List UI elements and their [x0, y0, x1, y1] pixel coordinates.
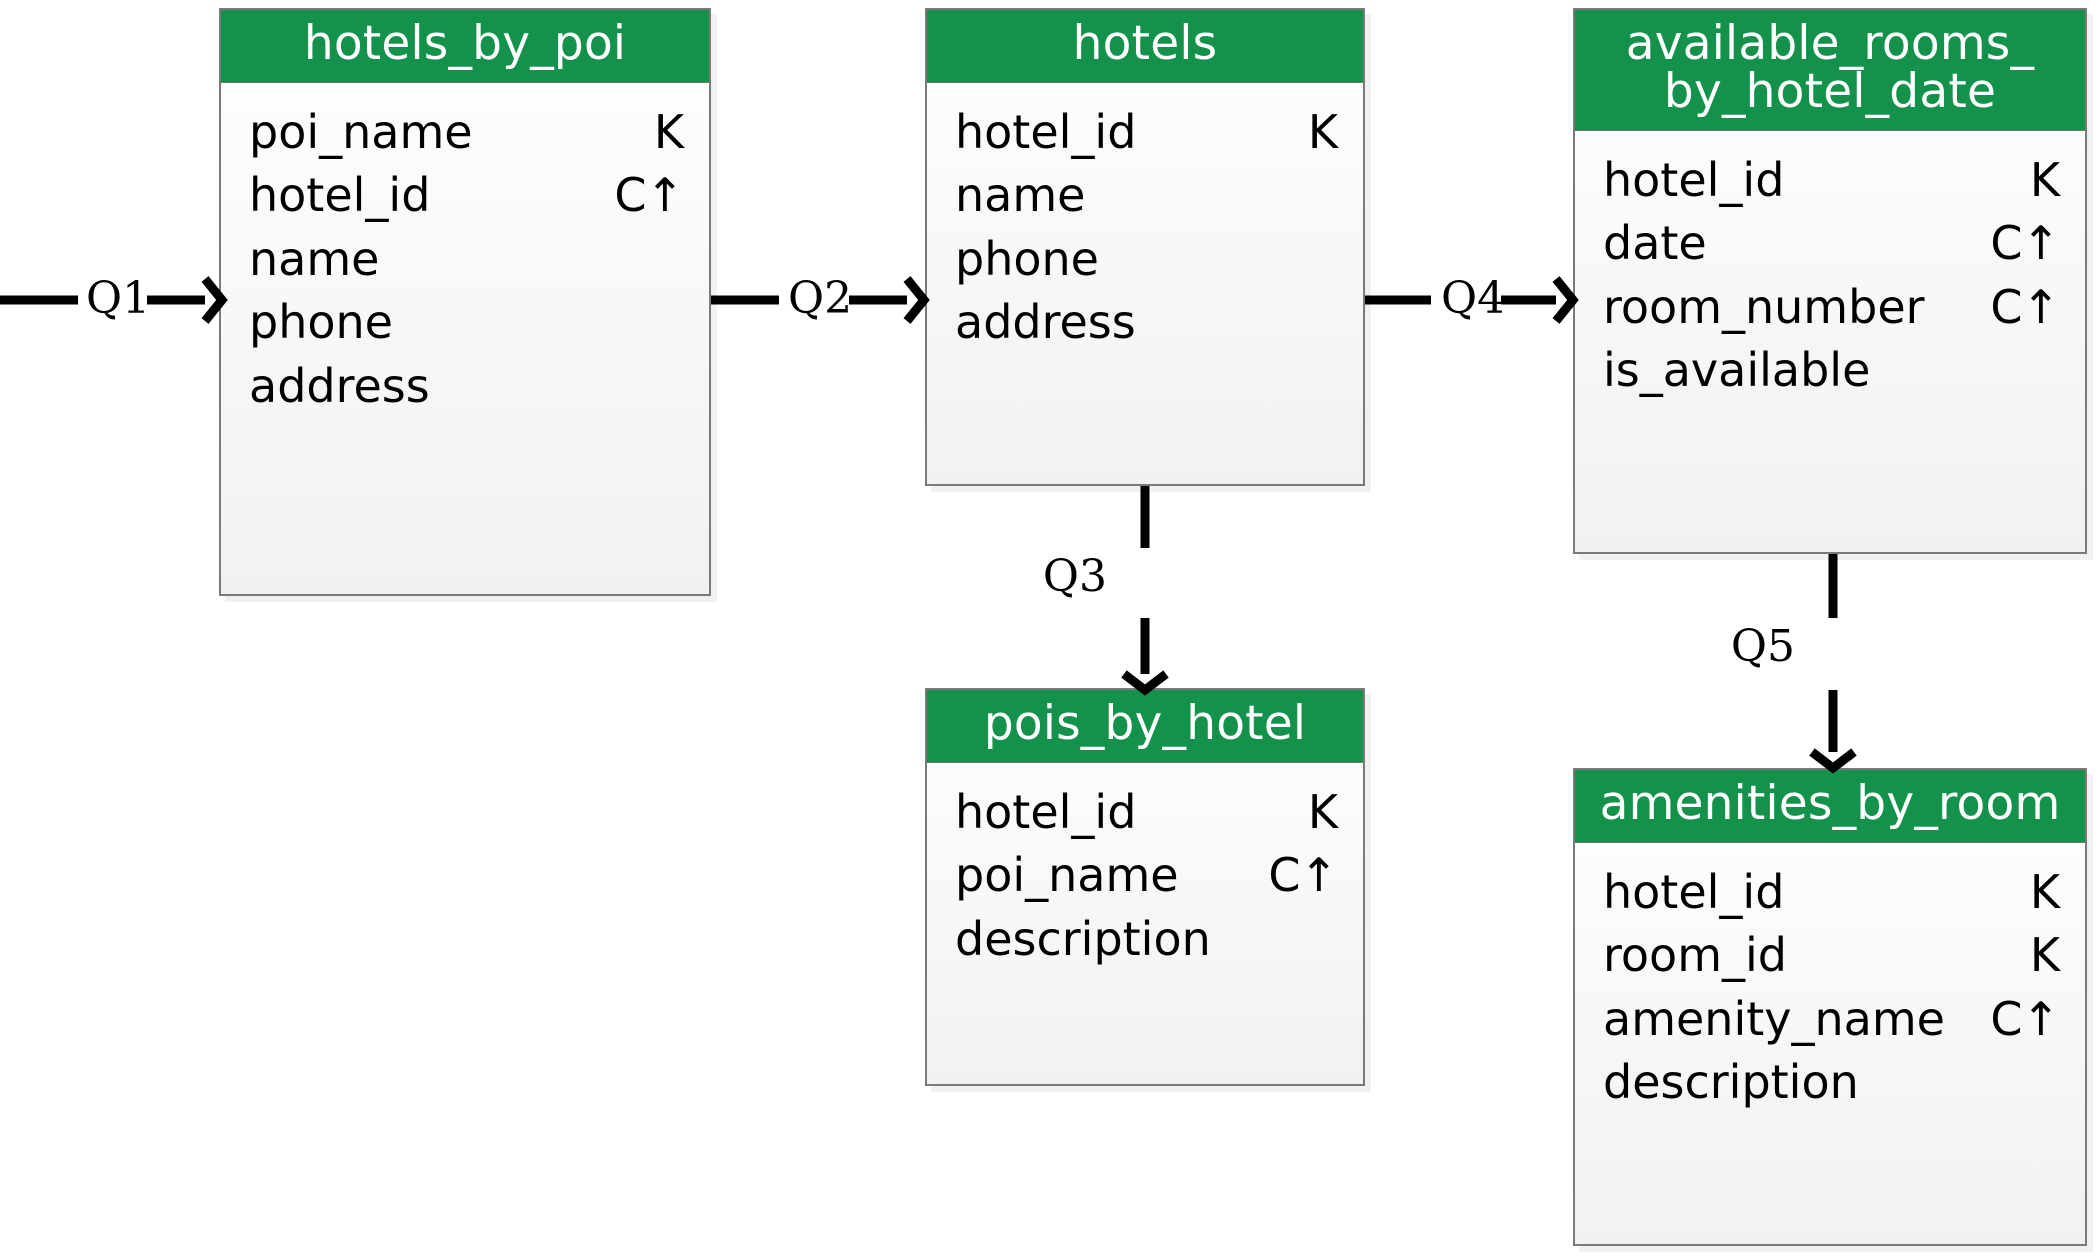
table-row: description — [1603, 1051, 2059, 1114]
table-fields-hotels-by-poi: poi_name K hotel_id C↑ name phone addres… — [221, 83, 709, 436]
field-name: name — [249, 231, 380, 286]
field-key-marker: C↑ — [1990, 216, 2060, 271]
table-row: is_available — [1603, 339, 2059, 402]
arrow-label-q5: Q5 — [1730, 621, 1795, 672]
table-title-hotels-by-poi: hotels_by_poi — [221, 10, 709, 83]
table-row: hotel_id C↑ — [249, 164, 684, 227]
field-name: hotel_id — [1603, 152, 1785, 207]
field-name: hotel_id — [955, 784, 1137, 839]
entity-table-pois-by-hotel[interactable]: pois_by_hotel hotel_id K poi_name C↑ des… — [925, 688, 1365, 1086]
table-title-available-rooms-by-hotel-date: available_rooms_ by_hotel_date — [1575, 10, 2085, 131]
table-fields-available-rooms-by-hotel-date: hotel_id K date C↑ room_number C↑ is_ava… — [1575, 131, 2085, 421]
table-row: phone — [249, 291, 683, 354]
field-name: poi_name — [955, 848, 1179, 903]
field-key-marker: K — [2029, 928, 2060, 983]
field-key-marker: K — [1307, 784, 1338, 839]
field-name: date — [1603, 216, 1707, 271]
entity-table-hotels-by-poi[interactable]: hotels_by_poi poi_name K hotel_id C↑ nam… — [219, 8, 711, 596]
field-key-marker: C↑ — [1268, 848, 1338, 903]
field-name: hotel_id — [955, 104, 1137, 159]
table-title-amenities-by-room: amenities_by_room — [1575, 770, 2085, 843]
field-name: description — [1603, 1055, 1859, 1110]
field-name: hotel_id — [1603, 864, 1785, 919]
arrow-label-q2: Q2 — [788, 273, 853, 324]
field-name: hotel_id — [249, 168, 431, 223]
field-key-marker: C↑ — [1990, 279, 2060, 334]
table-row: hotel_id K — [955, 781, 1338, 844]
field-key-marker: K — [1307, 104, 1338, 159]
entity-table-amenities-by-room[interactable]: amenities_by_room hotel_id K room_id K a… — [1573, 768, 2087, 1246]
table-row: room_number C↑ — [1603, 276, 2060, 339]
table-title-hotels: hotels — [927, 10, 1363, 83]
arrow-label-q4: Q4 — [1441, 273, 1506, 324]
field-key-marker: K — [2029, 152, 2060, 207]
table-row: date C↑ — [1603, 212, 2060, 275]
table-row: name — [249, 228, 683, 291]
field-name: description — [955, 911, 1211, 966]
entity-table-available-rooms-by-hotel-date[interactable]: available_rooms_ by_hotel_date hotel_id … — [1573, 8, 2087, 554]
field-name: room_id — [1603, 928, 1787, 983]
field-name: amenity_name — [1603, 991, 1945, 1046]
arrow-q4 — [1365, 276, 1579, 324]
table-row: poi_name C↑ — [955, 844, 1338, 907]
arrow-label-q1: Q1 — [86, 273, 151, 324]
field-key-marker: C↑ — [1990, 991, 2060, 1046]
table-row: hotel_id K — [955, 101, 1338, 164]
field-key-marker: K — [653, 104, 684, 159]
table-row: hotel_id K — [1603, 861, 2060, 924]
table-row: hotel_id K — [1603, 149, 2060, 212]
table-fields-hotels: hotel_id K name phone address — [927, 83, 1363, 373]
field-name: room_number — [1603, 279, 1925, 334]
arrow-q2 — [711, 276, 930, 324]
table-row: address — [249, 355, 683, 418]
table-row: poi_name K — [249, 101, 684, 164]
table-row: room_id K — [1603, 924, 2060, 987]
field-name: address — [249, 358, 430, 413]
field-name: poi_name — [249, 104, 473, 159]
table-fields-amenities-by-room: hotel_id K room_id K amenity_name C↑ des… — [1575, 843, 2085, 1133]
table-row: phone — [955, 228, 1337, 291]
field-name: is_available — [1603, 343, 1871, 398]
field-name: phone — [249, 295, 393, 350]
entity-table-hotels[interactable]: hotels hotel_id K name phone address — [925, 8, 1365, 486]
arrow-q3 — [1121, 486, 1169, 696]
field-key-marker: K — [2029, 864, 2060, 919]
table-title-pois-by-hotel: pois_by_hotel — [927, 690, 1363, 763]
table-fields-pois-by-hotel: hotel_id K poi_name C↑ description — [927, 763, 1363, 989]
table-row: name — [955, 164, 1337, 227]
field-key-marker: C↑ — [614, 168, 684, 223]
table-row: description — [955, 908, 1337, 971]
field-name: phone — [955, 231, 1099, 286]
arrow-q1 — [0, 276, 228, 324]
table-row: amenity_name C↑ — [1603, 988, 2060, 1051]
arrow-q5 — [1809, 554, 1857, 774]
field-name: address — [955, 295, 1136, 350]
field-name: name — [955, 168, 1086, 223]
table-row: address — [955, 291, 1337, 354]
arrow-label-q3: Q3 — [1042, 551, 1107, 602]
